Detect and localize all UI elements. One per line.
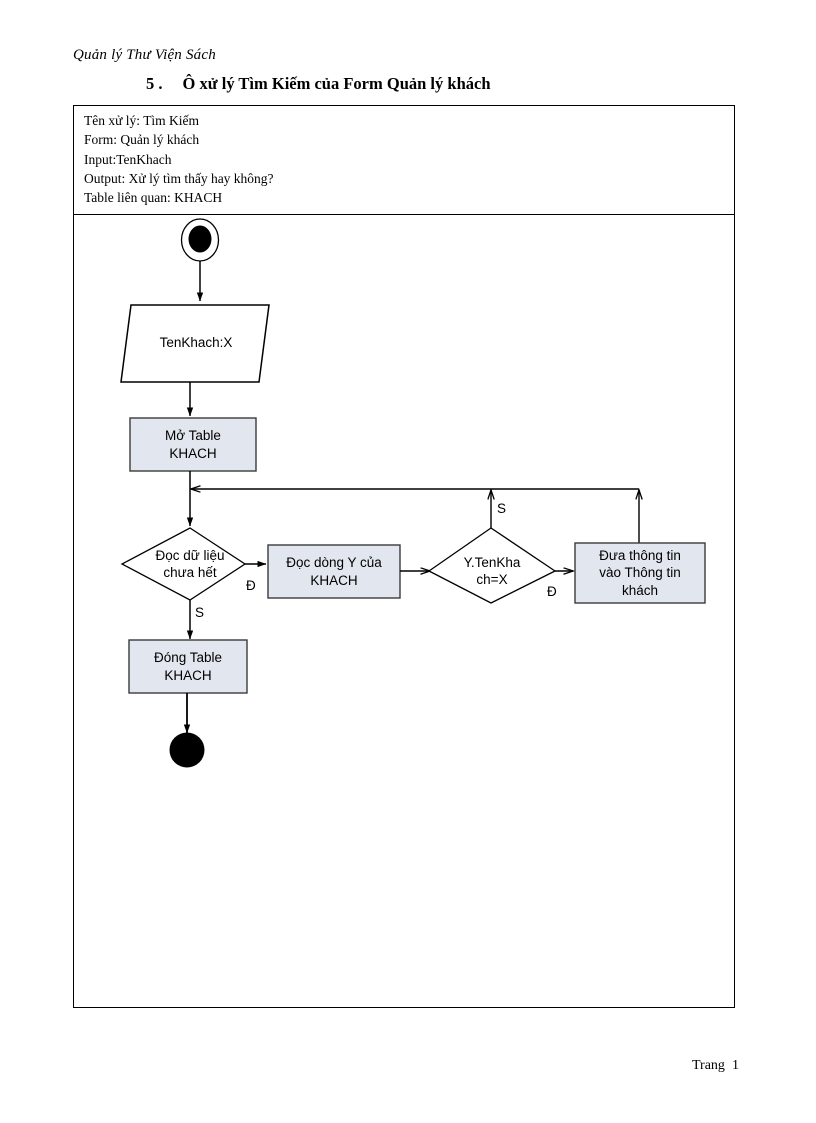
process-read-row-label: Đọc dòng Y của KHACH [286,555,382,588]
process-open-table-shape [129,417,257,472]
process-read-row-shape [267,544,401,599]
document-header-title: Quản lý Thư Viện Sách [73,47,216,63]
edge-label-cond2-yes: Đ [547,584,557,599]
decision-name-match-label: Y.TenKha ch=X [463,554,521,588]
info-line-table: Table liên quan: KHACH [84,190,223,206]
process-close-table-shape [128,639,248,694]
edge-label-cond1-yes: Đ [246,578,256,593]
input-node-shape [120,304,270,383]
process-info-box: Tên xử lý: Tìm Kiếm Form: Quản lý khách … [73,105,735,215]
info-line-input: Input:TenKhach [84,151,172,167]
flowchart-canvas: TenKhach:X Mở Table KHACH Đọc dữ liệu ch… [73,105,735,1008]
section-number: 5 . [146,74,163,93]
flowchart-svg [120,218,706,768]
process-show-info-label: Đưa thông tin vào Thông tin khách [599,547,681,598]
page-footer: Trang 1 [692,1058,739,1074]
input-node-label: TenKhach:X [159,335,233,351]
info-line-ten-xu-ly: Tên xử lý: Tìm Kiếm [84,113,200,128]
section-heading: 5 . Ô xử lý Tìm Kiếm của Form Quản lý khá… [146,74,491,94]
decision-read-data-label: Đọc dữ liệu chưa hết [155,547,225,581]
process-show-info-shape [574,542,706,604]
info-line-form: Form: Quản lý khách [84,132,200,148]
end-node [169,732,205,768]
footer-page-number: 1 [731,1058,739,1073]
process-close-table-label: Đóng Table KHACH [153,650,223,683]
info-line-output: Output: Xử lý tìm thấy hay không? [84,170,274,186]
process-info-lines: Tên xử lý: Tìm Kiếm Form: Quản lý khách … [84,111,274,207]
decision-name-match-shape [427,527,557,604]
process-open-table-label: Mở Table KHACH [165,428,221,461]
footer-label: Trang [692,1058,725,1073]
edge-label-cond2-no: S [497,501,507,516]
section-title-text: Ô xử lý Tìm Kiếm của Form Quản lý khách [182,74,491,93]
edge-label-cond1-no: S [195,605,205,620]
start-node [180,218,220,262]
page-frame-border [73,105,735,1008]
